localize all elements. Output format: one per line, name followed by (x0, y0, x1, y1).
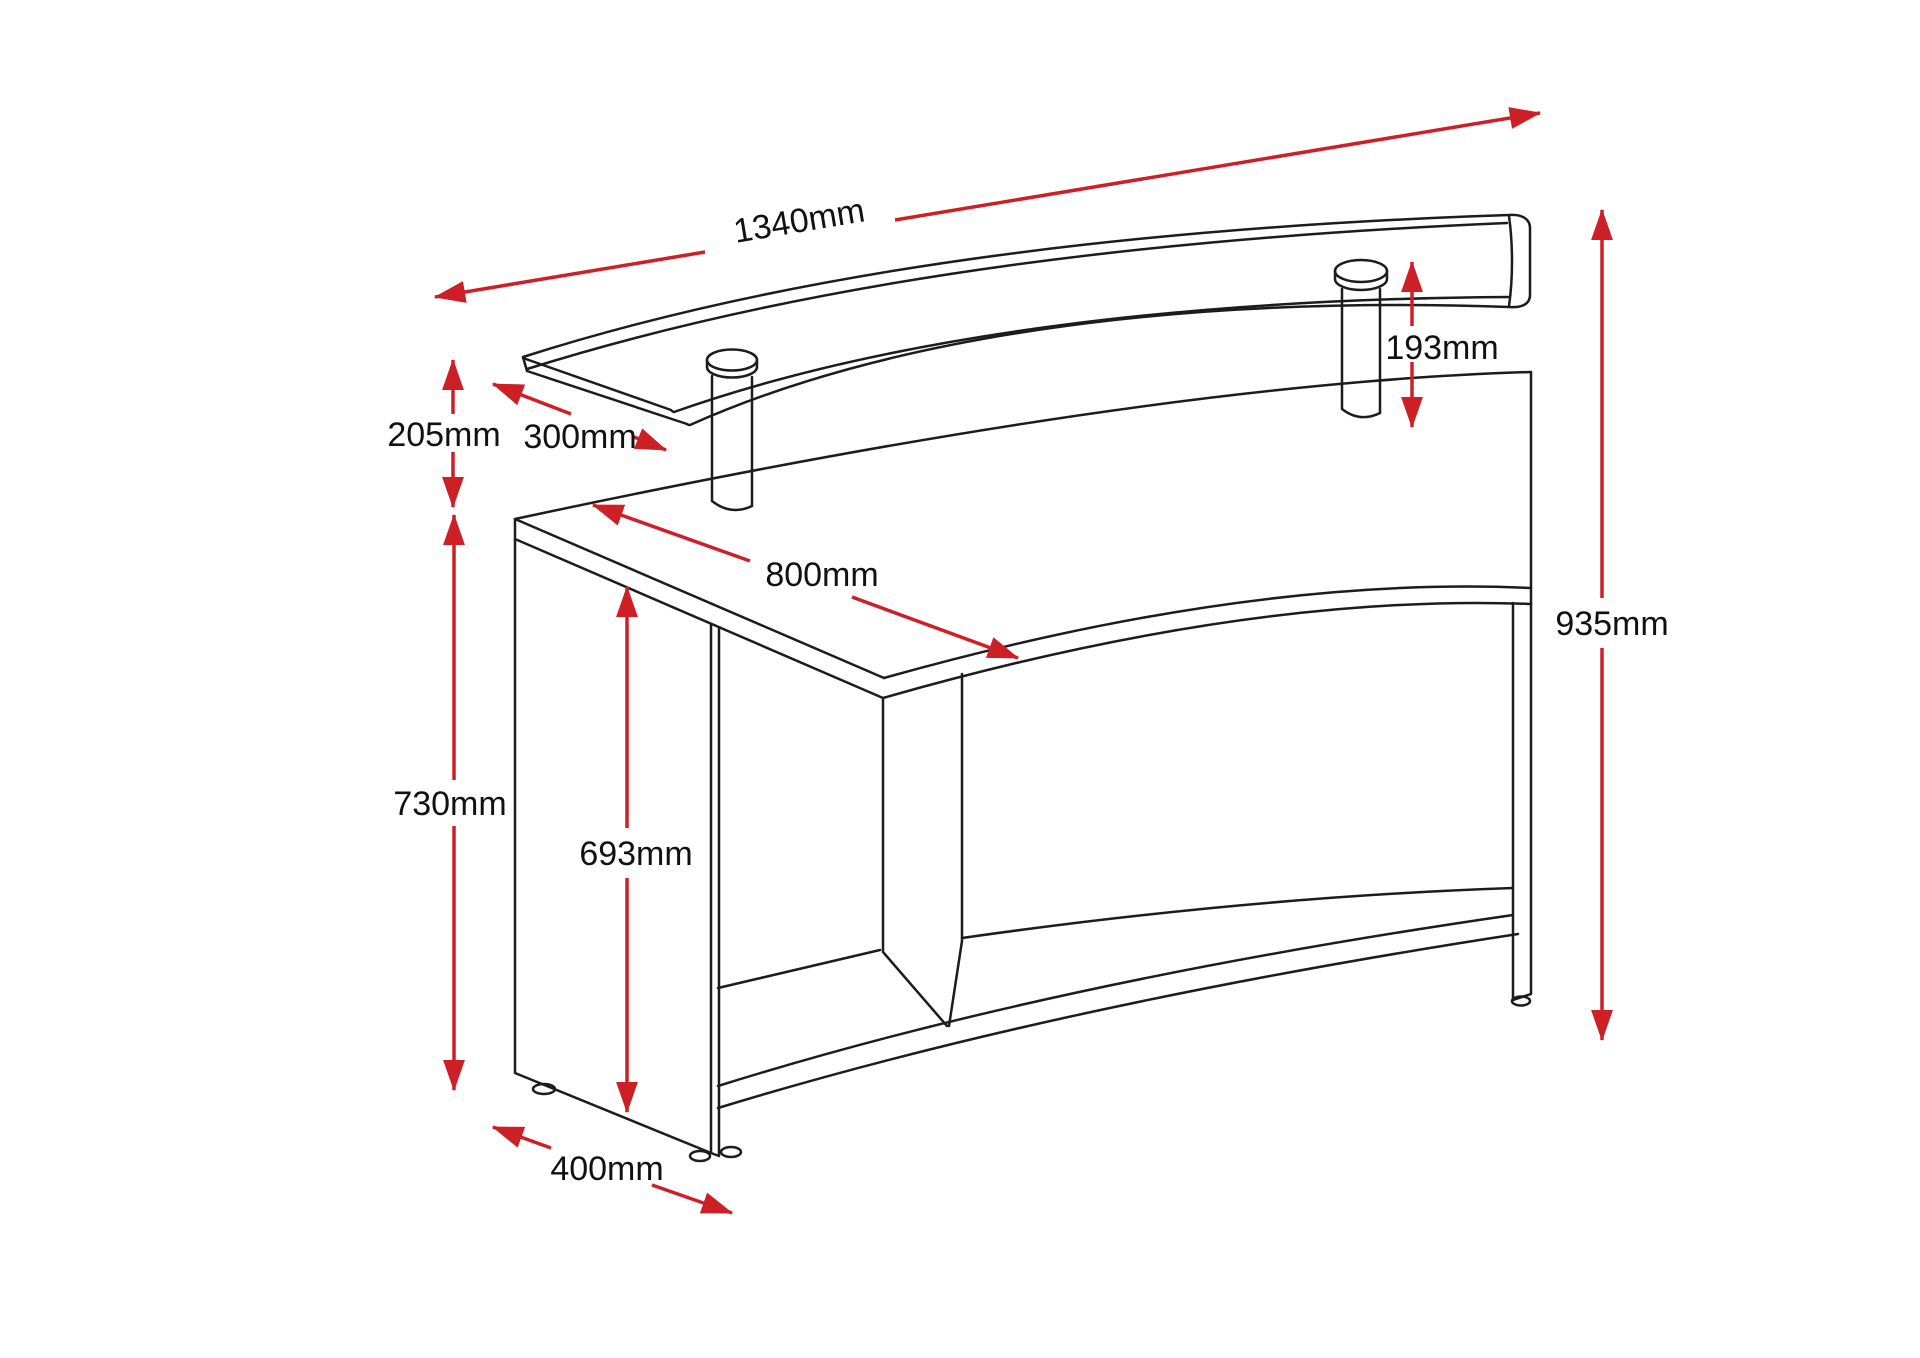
desk-line-art (513, 213, 1533, 1163)
dim-label-800mm: 800mm (765, 556, 878, 594)
right-post-body (1340, 287, 1382, 419)
dimension-glass-shelf-depth: 300mm (491, 382, 668, 456)
dim-line (433, 250, 706, 303)
right-post-cap-rim (1333, 269, 1389, 292)
dim-line (491, 1125, 552, 1150)
dim-line (491, 382, 572, 416)
divider-panel (881, 672, 964, 1028)
left-side-panel-outline (513, 537, 721, 1158)
bottom-shelf (716, 886, 1520, 1110)
glass-shelf-outline (521, 213, 1532, 427)
dim-label-730mm: 730mm (393, 785, 506, 823)
dimensions: 1340mm 205mm 300mm 193mm 800mm 935mm (387, 107, 1669, 1215)
dimension-worktop-depth: 800mm (591, 503, 1020, 660)
dim-label-400mm: 400mm (550, 1150, 663, 1188)
left-post-cap-rim (705, 358, 759, 379)
bottom-shelf-back-left (716, 948, 882, 990)
dimension-riser-height: 205mm (387, 358, 501, 509)
dimension-overall-height: 935mm (1555, 208, 1669, 1042)
glass-shelf-back-bottom-edge (525, 221, 1509, 371)
left-panel-foot-front (531, 1082, 557, 1096)
left-post-cap (705, 348, 759, 372)
left-panel-foot-inner (688, 1149, 712, 1163)
right-post-cap (1333, 258, 1389, 284)
dim-line (633, 428, 668, 452)
dim-label-193mm: 193mm (1385, 329, 1498, 367)
dim-label-205mm: 205mm (387, 416, 500, 454)
right-side-panel-edges (1511, 601, 1533, 1002)
worktop-front-top-curve (882, 585, 1533, 680)
left-post (705, 348, 759, 512)
worktop (513, 370, 1533, 700)
left-panel-foot-rear (719, 1145, 743, 1159)
dim-line (894, 107, 1542, 222)
left-side-panel (513, 537, 743, 1163)
bottom-shelf-front-bottom (716, 932, 1520, 1110)
dim-line (851, 595, 1020, 660)
bottom-shelf-front-top (716, 913, 1515, 1088)
dimension-worktop-height: 730mm (393, 513, 507, 1092)
dim-label-1340mm: 1340mm (731, 191, 868, 250)
dim-line (651, 1183, 734, 1215)
divider-edges (881, 672, 964, 1028)
worktop-left-front-edges (513, 517, 886, 700)
right-panel-foot (1510, 995, 1532, 1007)
worktop-front-bottom-curve (881, 601, 1533, 700)
glass-shelf-front-top-edge (521, 295, 1510, 414)
left-post-body (710, 374, 754, 512)
dim-line (591, 503, 751, 563)
dim-label-693mm: 693mm (579, 835, 692, 873)
worktop-back-edge (513, 370, 1533, 521)
glass-shelf (521, 213, 1532, 427)
dimension-post-height: 193mm (1385, 260, 1499, 429)
dim-label-300mm: 300mm (523, 418, 636, 456)
dimension-side-panel-depth: 400mm (491, 1125, 734, 1215)
glass-shelf-end-crease (1507, 214, 1514, 308)
right-side-panel (1510, 601, 1533, 1007)
right-post (1333, 258, 1389, 419)
bottom-shelf-back-right (960, 886, 1515, 940)
dim-label-935mm: 935mm (1555, 605, 1668, 643)
dimension-interior-clearance: 693mm (579, 585, 693, 1114)
